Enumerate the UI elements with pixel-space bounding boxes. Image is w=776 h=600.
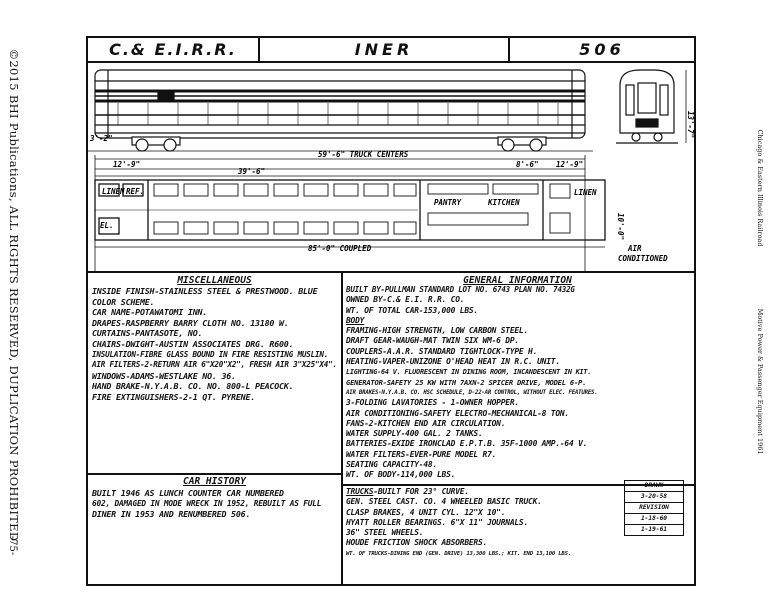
- trucks-line: WT. OF TRUCKS-DINING END (GEN. DRIVE) 13…: [346, 550, 571, 557]
- body-line: COUPLERS-A.A.R. STANDARD TIGHTLOCK-TYPE …: [346, 346, 538, 356]
- misc-line: DRAPES-RASPBERRY BARRY CLOTH NO. 13180 W…: [92, 317, 289, 328]
- misc-heading: MISCELLANEOUS: [177, 275, 252, 286]
- right-margin-book: Motive Power & Passenger Equipment 1961: [756, 308, 764, 455]
- history-text: BUILT 1946 AS LUNCH COUNTER CAR NUMBERED…: [92, 488, 321, 520]
- dim-end-right: 12'-9": [556, 160, 583, 169]
- dim-end-left: 12'-9": [113, 160, 140, 169]
- trucks-heading: TRUCKS: [346, 487, 374, 496]
- label-pantry: PANTRY: [434, 198, 462, 207]
- body-line: WATER SUPPLY-400 GAL. 2 TANKS.: [346, 429, 483, 439]
- misc-line: HAND BRAKE-N.Y.A.B. CO. NO. 800-L PEACOC…: [92, 381, 294, 392]
- misc-line: CHAIRS-DWIGHT-AUSTIN ASSOCIATES DRG. R60…: [92, 338, 294, 349]
- trucks-line: 36" STEEL WHEELS.: [346, 528, 424, 538]
- history-line: BUILT 1946 AS LUNCH COUNTER CAR NUMBERED: [92, 488, 284, 498]
- general-info-list: BUILT BY-PULLMAN STANDARD LOT NO. 6743 P…: [346, 285, 598, 481]
- misc-line: AIR FILTERS-2-RETURN AIR 6"X20"X2", FRES…: [92, 360, 337, 370]
- air-conditioned-1: AIR: [627, 244, 642, 253]
- general-line: BUILT BY-PULLMAN STANDARD LOT NO. 6743 P…: [346, 285, 575, 294]
- floor-plan: [94, 179, 606, 241]
- right-margin-railroad: Chicago & Eastern Illinois Railroad: [756, 129, 764, 247]
- side-elevation: [88, 69, 593, 152]
- history-heading: CAR HISTORY: [183, 476, 246, 487]
- car-number-title: 506: [579, 40, 625, 59]
- body-line: 3-FOLDING LAVATORIES - 1-OWNER HOPPER.: [346, 398, 519, 408]
- misc-line: WINDOWS-ADAMS-WESTLAKE NO. 36.: [92, 370, 236, 381]
- misc-line: INSIDE FINISH-STAINLESS STEEL & PRESTWOO…: [92, 286, 318, 296]
- kitchen-equipment: [427, 183, 571, 234]
- column-divider: [341, 273, 343, 584]
- trucks-line: CLASP BRAKES, 4 UNIT CYL. 12"X 10".: [346, 507, 506, 517]
- body-line: AIR BRAKES-N.Y.A.B. CO. HSC SCHEDULE, D-…: [346, 389, 598, 396]
- coupled-label: 85'-0" COUPLED: [308, 244, 372, 253]
- car-type-title: INER: [354, 40, 414, 59]
- body-line: FRAMING-HIGH STRENGTH, LOW CARBON STEEL.: [346, 326, 529, 336]
- body-line: GENERATOR-SAFETY 25 KW WITH 7AXN-2 SPICE…: [346, 377, 587, 387]
- spec-area: MISCELLANEOUS INSIDE FINISH-STAINLESS ST…: [88, 271, 694, 584]
- label-linen-left: LINEN: [102, 187, 125, 196]
- body-line: BATTERIES-EXIDE IRONCLAD E.P.T.B. 35F-10…: [346, 439, 588, 449]
- trucks-line: HOUDE FRICTION SHOCK ABSORBERS.: [346, 538, 488, 548]
- history-line: 602, DAMAGED IN MODE WRECK IN 1952, REBU…: [92, 498, 322, 508]
- trucks-divider: [341, 484, 694, 486]
- body-heading: BODY: [346, 315, 365, 325]
- label-el-lock: EL.: [100, 221, 114, 230]
- railroad-title: C.& E.I.R.R.: [109, 40, 237, 59]
- body-line: WT. OF BODY-114,000 LBS.: [346, 470, 456, 480]
- dim-dining: 39'-6": [237, 167, 265, 176]
- page-number: -75-: [7, 535, 19, 556]
- history-divider: [88, 473, 341, 475]
- dim-height: 13'-7": [686, 111, 694, 138]
- dim-small: 3'-2": [89, 134, 113, 143]
- body-line: SEATING CAPACITY-48.: [346, 460, 438, 470]
- truck-centers-label: 59'-6" TRUCK CENTERS: [318, 150, 409, 159]
- misc-line: CAR NAME-POTAWATOMI INN.: [92, 307, 208, 318]
- general-line: WT. OF TOTAL CAR-153,000 LBS.: [346, 305, 478, 315]
- misc-line: COLOR SCHEME.: [92, 296, 155, 307]
- general-info-heading: GENERAL INFORMATION: [463, 275, 572, 286]
- trucks-list: TRUCKS-BUILT FOR 23° CURVE. GEN. STEEL C…: [346, 487, 571, 559]
- revision-block: DRAWN 3-20-58 REVISION 1-18-60 1-19-61: [624, 480, 684, 536]
- misc-line: CURTAINS-PANTASOTE, NO.: [92, 328, 203, 339]
- body-line: LIGHTING-64 V. FLUORESCENT IN DINING ROO…: [346, 368, 592, 377]
- misc-line: FIRE EXTINGUISHERS-2-1 QT. PYRENE.: [92, 391, 256, 402]
- body-line: HEATING-VAPER-UNIZONE O'HEAD HEAT IN R.C…: [346, 357, 560, 367]
- revision-date-2: 1-19-61: [640, 526, 668, 533]
- label-ref: REF.: [126, 187, 144, 196]
- label-linen-right: LINEN: [574, 188, 597, 197]
- air-conditioned-2: CONDITIONED: [618, 254, 668, 263]
- general-line: OWNED BY-C.& E.I. R.R. CO.: [346, 295, 465, 305]
- misc-list: INSIDE FINISH-STAINLESS STEEL & PRESTWOO…: [92, 286, 337, 403]
- car-diagram-svg: 13'-7" 59'-6" TRUCK CENTERS 12'-9" 8'-6"…: [88, 69, 695, 283]
- dim-truck: 8'-6": [516, 160, 539, 169]
- end-elevation: [616, 69, 687, 144]
- revision-date-1: 1-18-60: [625, 514, 683, 525]
- body-line: AIR CONDITIONING-SAFETY ELECTRO-MECHANIC…: [346, 408, 569, 418]
- copyright-notice: ©2015 BHI Publications, ALL RIGHTS RESER…: [7, 48, 21, 542]
- body-line: DRAFT GEAR-WAUGH-MAT TWIN SIX WM-6 DP.: [346, 336, 519, 346]
- label-kitchen: KITCHEN: [487, 198, 520, 207]
- drawn-date: 3-20-58: [625, 492, 683, 503]
- title-block: C.& E.I.R.R. INER 506: [88, 38, 694, 63]
- diagram-sheet: C.& E.I.R.R. INER 506: [86, 36, 696, 586]
- trucks-line: GEN. STEEL CAST. CO. 4 WHEELED BASIC TRU…: [346, 497, 542, 507]
- revision-label: REVISION: [625, 503, 683, 514]
- right-margin-caption: Chicago & Eastern Illinois Railroad Moti…: [756, 62, 764, 522]
- dining-tables: [153, 183, 417, 235]
- history-line: DINER IN 1953 AND RENUMBERED 506.: [92, 509, 251, 520]
- misc-line: INSULATION-FIBRE GLASS BOUND IN FIRE RES…: [92, 349, 329, 359]
- body-line: FANS-2-KITCHEN END AIR CIRCULATION.: [346, 418, 506, 428]
- dim-width: 10'-0": [616, 213, 625, 240]
- drawn-label: DRAWN: [625, 481, 683, 492]
- trucks-line: -BUILT FOR 23° CURVE.: [373, 487, 469, 496]
- car-drawing: 13'-7" 59'-6" TRUCK CENTERS 12'-9" 8'-6"…: [88, 63, 695, 283]
- body-line: WATER FILTERS-EVER-PURE MODEL R7.: [346, 449, 497, 459]
- trucks-line: HYATT ROLLER BEARINGS. 6"X 11" JOURNALS.: [346, 517, 529, 527]
